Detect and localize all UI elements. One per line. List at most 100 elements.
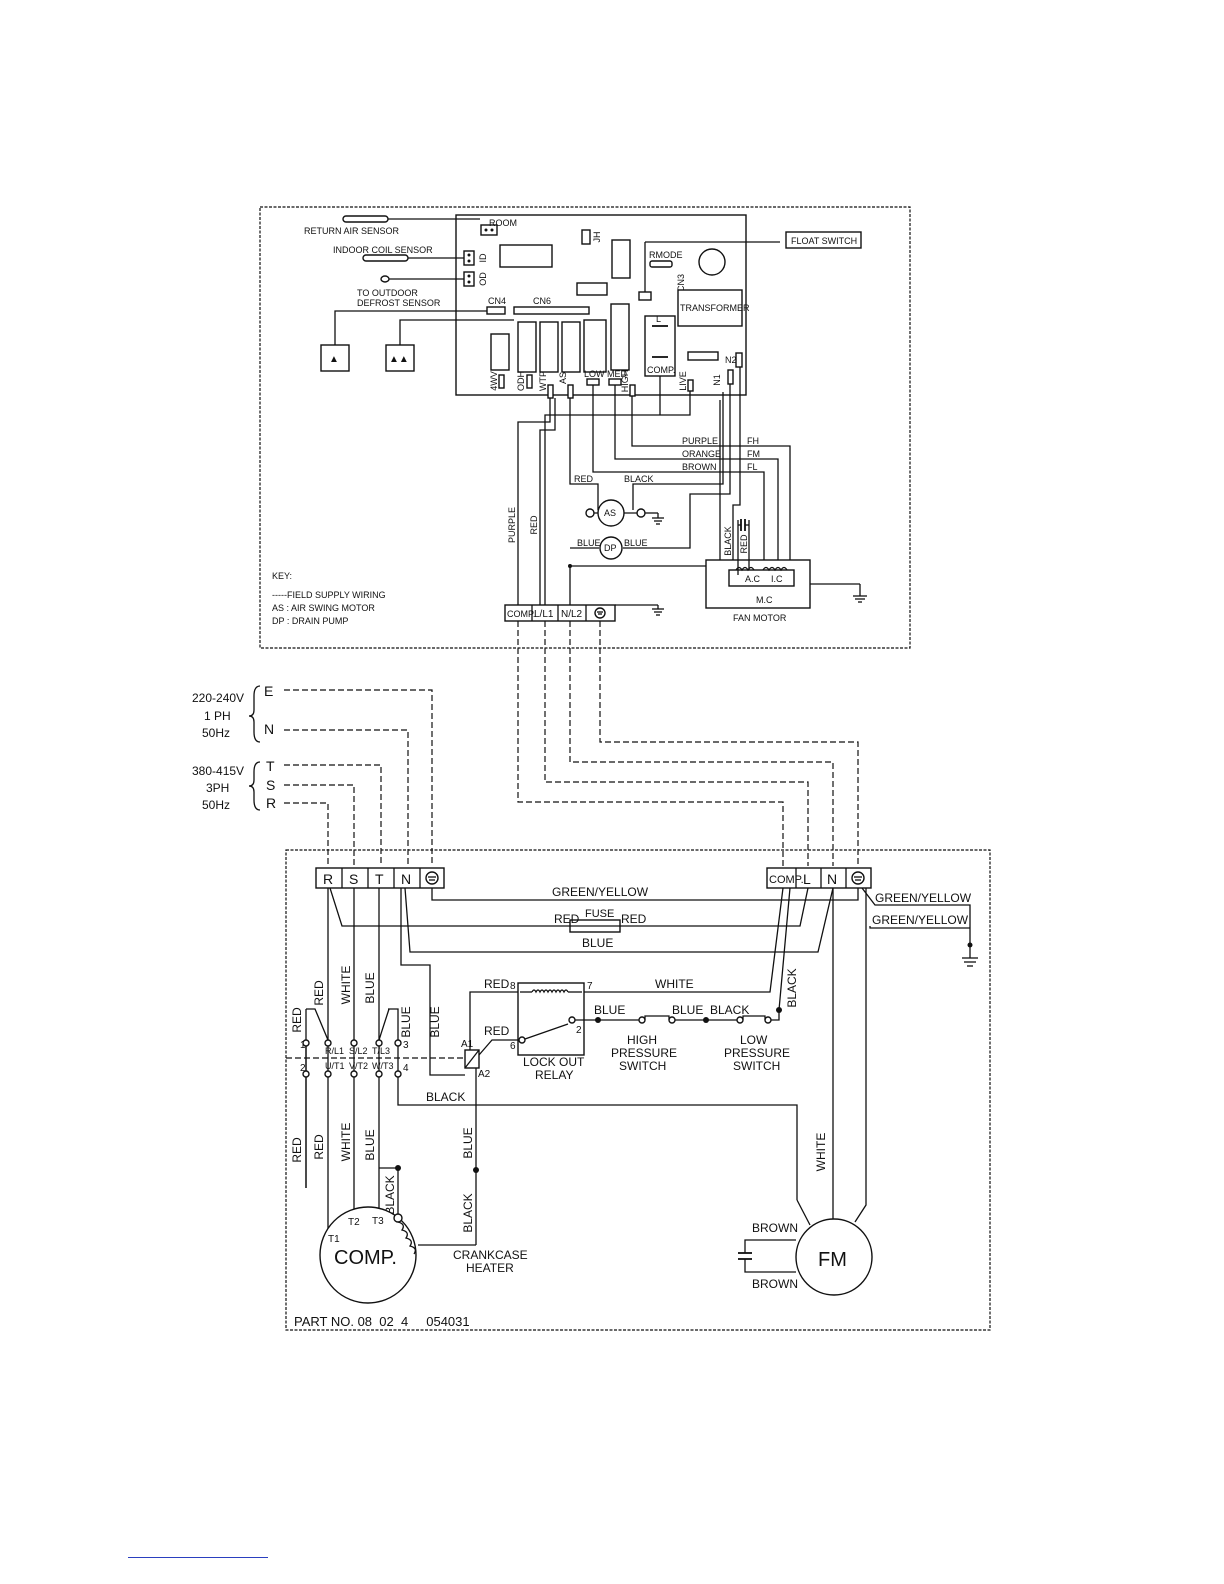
blue-neutral-wire <box>404 887 834 953</box>
v-blue-5-label: BLUE <box>461 1127 475 1158</box>
transformer: TRANSFORMER <box>677 289 750 327</box>
red-right-label: RED <box>621 912 647 926</box>
outdoor-unit-frame <box>285 849 991 1331</box>
red-relay-label-2: RED <box>484 1024 510 1038</box>
crankcase-coil-icon <box>397 1221 416 1255</box>
blue-hp-label: BLUE <box>594 1003 625 1017</box>
indoor-coil-sensor: INDOOR COIL SENSOR <box>333 245 464 262</box>
red-left-label: RED <box>554 912 580 926</box>
hp-label-2: PRESSURE <box>611 1046 677 1060</box>
relay-a <box>490 333 510 371</box>
contact-rl1: R/L1 <box>325 1046 344 1056</box>
indoor-fan-motor: A.C I.C M.C FAN MOTOR <box>705 559 867 623</box>
return-air-sensor: RETURN AIR SENSOR <box>304 215 480 236</box>
lp-label-2: PRESSURE <box>724 1046 790 1060</box>
cn4-wire <box>334 310 487 345</box>
purple-wire <box>517 398 551 606</box>
relay-c <box>539 321 559 373</box>
terminal-odh-label: ODH <box>516 371 526 391</box>
n1-wire <box>623 384 731 549</box>
v-red-3-label: RED <box>290 1137 304 1163</box>
indoor-unit-frame <box>259 206 911 649</box>
relay-pin-2: 2 <box>576 1025 582 1036</box>
black-cap-label: BLACK <box>723 526 733 556</box>
st-n: N <box>401 871 411 887</box>
cn4-connector: CN4 <box>486 296 506 315</box>
low-pressure-switch: LOW PRESSURE SWITCH <box>724 1015 790 1073</box>
sp-voltage: 220-240V <box>192 691 244 705</box>
drain-pump: DP <box>599 536 623 560</box>
relay-f <box>610 303 630 371</box>
tb-l-label: L/L1 <box>534 609 554 620</box>
sp-phase: 1 PH <box>204 709 231 723</box>
jh-jumper: JH <box>581 229 602 245</box>
contact-vt2: V/T2 <box>349 1061 368 1071</box>
air-swing-motor: AS <box>585 499 664 527</box>
v-black-1-label: BLACK <box>383 1175 397 1214</box>
unit-terminal-block: COMP. L N <box>766 867 872 889</box>
as-black-wire <box>632 392 724 510</box>
black-horiz-label: BLACK <box>426 1090 465 1104</box>
indoor-terminal-block: COMP. L/L1 N/L2 <box>504 604 664 622</box>
med-orange-wire <box>614 385 779 566</box>
relay-b <box>517 321 537 373</box>
hp-label-1: HIGH <box>627 1033 657 1047</box>
tp-line-t: T <box>266 758 275 774</box>
cn6-label: CN6 <box>533 296 551 306</box>
brown-bottom-label: BROWN <box>752 1277 798 1291</box>
cn6-wire <box>399 319 514 345</box>
white-relay-label: WHITE <box>655 977 694 991</box>
red-vertical-label: RED <box>529 515 539 535</box>
room-connector: ROOM <box>480 218 517 236</box>
terminal-high-label: HIGH <box>620 370 630 393</box>
earth-out-wire-2 <box>869 926 970 929</box>
green-yellow-label-2: GREEN/YELLOW <box>875 891 972 905</box>
purple-wire-label: PURPLE <box>682 436 718 446</box>
cn4-label: CN4 <box>488 296 506 306</box>
dp-label: DP <box>604 543 617 553</box>
id-label: ID <box>478 253 488 263</box>
comp-relay: L COMP. <box>644 314 676 377</box>
tp-line-s: S <box>266 777 275 793</box>
comp-t2: T2 <box>348 1217 360 1228</box>
id-connector: ID <box>463 250 488 266</box>
crankcase-label-1: CRANKCASE <box>453 1248 528 1262</box>
fl-label: FL <box>747 462 758 472</box>
earth-icon <box>594 607 606 619</box>
indoor-coil-sensor-label: INDOOR COIL SENSOR <box>333 245 433 255</box>
ac-label: A.C <box>745 574 761 584</box>
contact-3: 3 <box>403 1040 409 1051</box>
transformer-label: TRANSFORMER <box>680 303 750 313</box>
lockout-relay-label-2: RELAY <box>535 1068 573 1082</box>
comp-t3: T3 <box>372 1216 384 1227</box>
lp-label-3: SWITCH <box>733 1059 780 1073</box>
v-blue-4-label: BLUE <box>363 1129 377 1160</box>
v-white-1-label: WHITE <box>339 966 353 1005</box>
legend-key: KEY: -----FIELD SUPPLY WIRING AS : AIR S… <box>272 571 386 626</box>
cn6-connector: CN6 <box>513 296 590 315</box>
orange-wire-label: ORANGE <box>682 449 721 459</box>
neutral-wire <box>569 400 721 606</box>
black-lp-label: BLACK <box>710 1003 749 1017</box>
fh-label: FH <box>747 436 759 446</box>
live-wire <box>544 391 691 606</box>
run-capacitor: BLACK RED <box>723 519 750 575</box>
ic-label: I.C <box>771 574 783 584</box>
chip-1 <box>499 244 553 268</box>
contact-1: 1 <box>300 1040 306 1051</box>
tb-n-label: N/L2 <box>561 609 583 620</box>
key-line-3: DP : DRAIN PUMP <box>272 616 348 626</box>
brown-wire-label: BROWN <box>682 462 717 472</box>
junction-neutral <box>568 564 572 568</box>
sp-line-n: N <box>264 721 274 737</box>
chip-2 <box>611 239 631 279</box>
triangle-2-icon: ▲▲ <box>389 354 409 365</box>
contact-2: 2 <box>300 1063 306 1074</box>
fuse-label: FUSE <box>585 908 614 920</box>
tp-phase: 3PH <box>206 781 229 795</box>
room-label: ROOM <box>489 218 517 228</box>
st-earth-icon <box>425 871 439 885</box>
defrost-sensor-label-2: DEFROST SENSOR <box>357 298 441 308</box>
red-cap-label: RED <box>739 534 749 554</box>
blue-lp-label: BLUE <box>672 1003 703 1017</box>
